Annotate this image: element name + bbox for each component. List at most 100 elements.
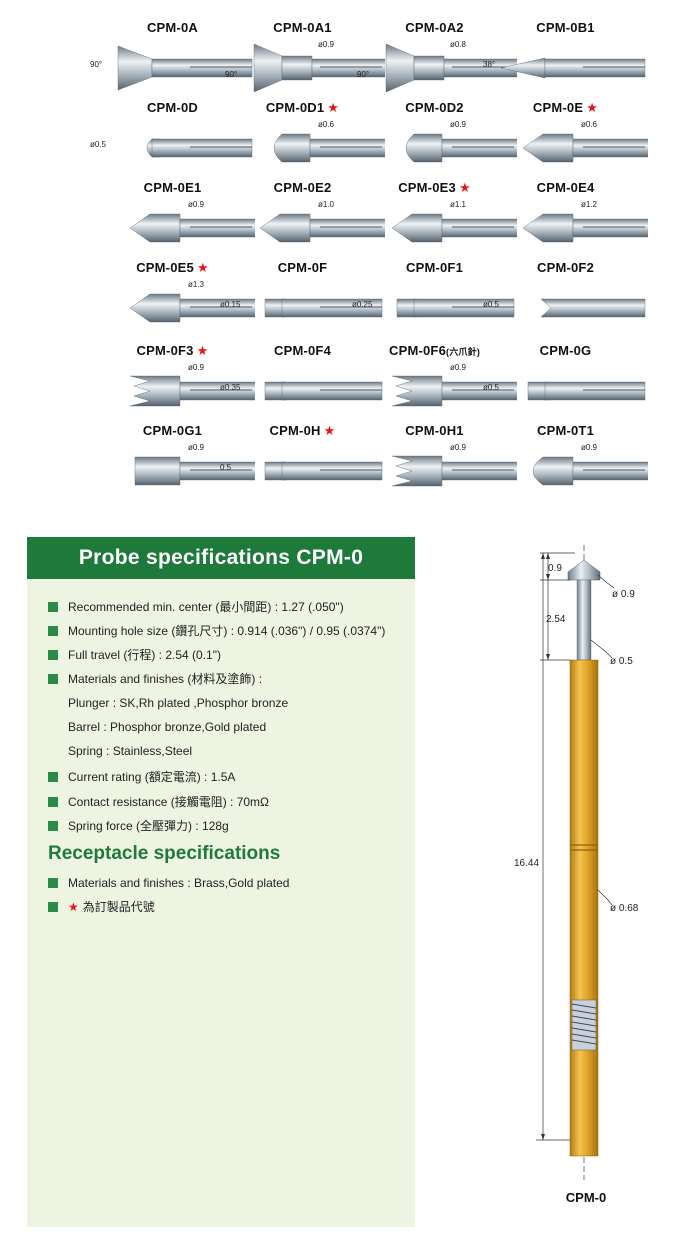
- tip-name-text: CPM-0D1: [265, 100, 325, 115]
- tip-drawing: [264, 298, 383, 318]
- tip-item: CPM-0A 90°: [90, 20, 255, 100]
- tip-drawing: [264, 461, 383, 481]
- tip-item: CPM-0E3★ ø1.1: [352, 180, 517, 260]
- tip-dimension: ø0.9: [188, 363, 205, 372]
- tip-dimension: ø0.9: [450, 363, 467, 372]
- tip-name: CPM-0D2: [352, 100, 517, 115]
- tip-item: CPM-0E2 ø1.0: [220, 180, 385, 260]
- tip-name: CPM-0E1: [90, 180, 255, 195]
- probe-name: CPM-0: [565, 1190, 607, 1205]
- spec-item: Current rating (額定電流) : 1.5A: [48, 768, 235, 785]
- tip-drawing: [129, 213, 255, 243]
- tip-name-text: CPM-0E1: [143, 180, 202, 195]
- tip-name: CPM-0E4: [483, 180, 648, 195]
- tip-name: CPM-0F3★: [90, 343, 255, 359]
- tip-name-text: CPM-0E: [532, 100, 584, 115]
- tip-drawing: [500, 57, 646, 79]
- tip-drawing: [264, 381, 383, 401]
- tip-name-text: CPM-0F6: [388, 343, 447, 358]
- star-icon: ★: [196, 343, 209, 358]
- tip-name-text: CPM-0E4: [536, 180, 595, 195]
- tip-angle: 90°: [225, 70, 238, 79]
- tip-name: CPM-0E★: [483, 100, 648, 116]
- tip-name: CPM-0G1: [90, 423, 255, 438]
- tip-name: CPM-0E5★: [90, 260, 255, 276]
- spec-item: Materials and finishes (材料及塗飾) :: [48, 670, 262, 687]
- bullet-square-icon: [48, 878, 58, 888]
- tip-dimension: ø0.6: [581, 120, 598, 129]
- spec-title: Probe specifications CPM-0: [78, 546, 364, 569]
- spec-item: Recommended min. center (最小間距) : 1.27 (.…: [48, 598, 344, 615]
- tip-name-text: CPM-0D: [146, 100, 199, 115]
- tip-name-text: CPM-0A: [146, 20, 199, 35]
- spec-item: Contact resistance (接觸電阻) : 70mΩ: [48, 793, 269, 810]
- tip-dimension: ø0.25: [352, 300, 373, 309]
- tip-dimension: ø0.9: [318, 40, 335, 49]
- tip-drawing: [540, 298, 646, 318]
- tip-item: CPM-0G ø0.5: [483, 343, 648, 423]
- tip-name-text: CPM-0F4: [273, 343, 332, 358]
- bullet-square-icon: [48, 601, 58, 612]
- tip-item: CPM-0E4 ø1.2: [483, 180, 648, 260]
- tip-name: CPM-0F: [220, 260, 385, 275]
- dim-tip: 0.9: [548, 563, 562, 574]
- bullet-square-icon: [48, 625, 58, 636]
- star-icon: ★: [196, 260, 209, 275]
- tip-drawing: [129, 293, 255, 323]
- spec-item: Full travel (行程) : 2.54 (0.1"): [48, 646, 221, 663]
- dia-barrel: ø 0.68: [610, 903, 639, 914]
- tip-item: CPM-0F4 ø0.35: [220, 343, 385, 423]
- probe-plunger: [576, 579, 592, 661]
- tip-item: CPM-0F ø0.15: [220, 260, 385, 340]
- tip-drawing: [405, 133, 517, 163]
- tip-dimension: 0.5: [220, 463, 232, 472]
- tip-name-text: CPM-0F3: [136, 343, 194, 358]
- tip-dimension: ø0.5: [483, 300, 500, 309]
- tip-name: CPM-0F2: [483, 260, 648, 275]
- tip-name-text: CPM-0G1: [142, 423, 203, 438]
- tip-name: CPM-0H★: [220, 423, 385, 439]
- tip-name: CPM-0F1: [352, 260, 517, 275]
- receptacle-title: Receptacle specifications: [48, 843, 281, 864]
- tip-name-text: CPM-0A2: [405, 20, 464, 35]
- tip-item: CPM-0E5★ ø1.3: [90, 260, 255, 340]
- tip-name-text: CPM-0H1: [405, 423, 464, 438]
- star-icon: ★: [458, 180, 471, 195]
- dim-length: 16.44: [514, 858, 540, 869]
- tip-dimension: ø0.15: [220, 300, 241, 309]
- material-plunger: Plunger : SK,Rh plated ,Phosphor bronze: [68, 696, 289, 710]
- tip-drawing: [391, 455, 517, 487]
- tip-dimension: ø0.9: [188, 443, 205, 452]
- bullet-square-icon: [48, 649, 58, 660]
- tip-name-text: CPM-0T1: [536, 423, 595, 438]
- tip-item: CPM-0E★ ø0.6: [483, 100, 648, 180]
- tip-name-text: CPM-0G: [539, 343, 592, 358]
- tip-drawing: [391, 375, 517, 407]
- bullet-square-icon: [48, 820, 58, 831]
- material-barrel: Barrel : Phosphor bronze,Gold plated: [68, 720, 267, 734]
- tip-item: CPM-0F2 ø0.5: [483, 260, 648, 340]
- tip-dimension: ø1.3: [188, 280, 205, 289]
- tip-name: CPM-0G: [483, 343, 648, 358]
- tip-dimension: ø0.8: [450, 40, 467, 49]
- star-note: ★為訂製品代號: [48, 898, 155, 915]
- tip-name-text: CPM-0D2: [405, 100, 464, 115]
- tip-name-sub: (六爪針): [446, 347, 481, 357]
- tip-name-text: CPM-0F1: [405, 260, 464, 275]
- tip-name-text: CPM-0A1: [273, 20, 332, 35]
- tip-angle: 90°: [357, 70, 370, 79]
- tip-name-text: CPM-0F2: [536, 260, 595, 275]
- tip-dimension: ø1.1: [450, 200, 467, 209]
- dia-plunger: ø 0.5: [610, 656, 633, 667]
- tip-name: CPM-0F4: [220, 343, 385, 358]
- tip-name: CPM-0B1: [483, 20, 648, 35]
- tip-item: CPM-0B1 38°: [483, 20, 648, 100]
- tip-dimension: ø1.0: [318, 200, 335, 209]
- dia-head: ø 0.9: [612, 589, 635, 600]
- tip-name-text: CPM-0B1: [536, 20, 595, 35]
- tip-item: CPM-0F1 ø0.25: [352, 260, 517, 340]
- tip-item: CPM-0G1 ø0.9: [90, 423, 255, 503]
- tip-dimension: ø0.5: [90, 140, 107, 149]
- probe-barrel: [569, 659, 599, 1157]
- tip-item: CPM-0D ø0.5: [90, 100, 255, 180]
